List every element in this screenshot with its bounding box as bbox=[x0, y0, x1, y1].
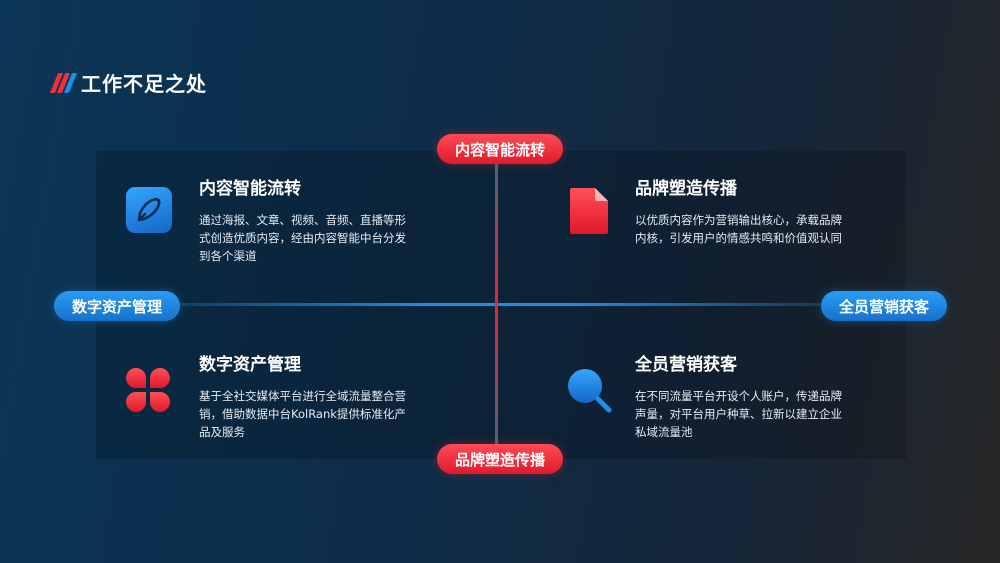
page-header: 工作不足之处 bbox=[49, 68, 207, 97]
quadrant-marketing-acquisition: 全员营销获客 在不同流量平台开设个人账户，传递品牌声量，对平台用户种草、拉新以建… bbox=[635, 350, 845, 441]
quadrant-title: 品牌塑造传播 bbox=[635, 179, 737, 199]
axis-label-bottom: 品牌塑造传播 bbox=[437, 444, 563, 474]
slashes-icon bbox=[49, 72, 78, 93]
clover-icon bbox=[124, 366, 172, 414]
quadrant-description: 在不同流量平台开设个人账户，传递品牌声量，对平台用户种草、拉新以建立企业私域流量… bbox=[635, 389, 842, 439]
pen-icon bbox=[126, 187, 172, 233]
quadrant-content-flow: 内容智能流转 通过海报、文章、视频、音频、直播等形式创造优质内容，经由内容智能中… bbox=[199, 174, 409, 265]
quadrant-brand-building: 品牌塑造传播 以优质内容作为营销输出核心，承载品牌内核，引发用户的情感共鸣和价值… bbox=[635, 174, 845, 247]
quadrant-title: 内容智能流转 bbox=[199, 179, 301, 199]
axis-label-left: 数字资产管理 bbox=[54, 291, 180, 321]
axis-label-right: 全员营销获客 bbox=[821, 291, 947, 321]
axis-label-top: 内容智能流转 bbox=[437, 134, 563, 164]
quadrant-digital-assets: 数字资产管理 基于全社交媒体平台进行全域流量整合营销，借助数据中台KolRank… bbox=[199, 350, 409, 441]
quadrant-title: 数字资产管理 bbox=[199, 355, 301, 375]
quadrant-description: 以优质内容作为营销输出核心，承载品牌内核，引发用户的情感共鸣和价值观认同 bbox=[635, 213, 842, 245]
quadrant-description: 基于全社交媒体平台进行全域流量整合营销，借助数据中台KolRank提供标准化产品… bbox=[199, 389, 406, 439]
horizontal-axis-line bbox=[170, 303, 830, 306]
vertical-axis-line-bottom bbox=[495, 305, 498, 445]
search-icon bbox=[565, 366, 613, 414]
page-title: 工作不足之处 bbox=[81, 72, 207, 96]
document-icon bbox=[568, 186, 610, 236]
vertical-axis-line-top bbox=[495, 160, 498, 305]
quadrant-description: 通过海报、文章、视频、音频、直播等形式创造优质内容，经由内容智能中台分发到各个渠… bbox=[199, 213, 406, 263]
quadrant-title: 全员营销获客 bbox=[635, 355, 737, 375]
